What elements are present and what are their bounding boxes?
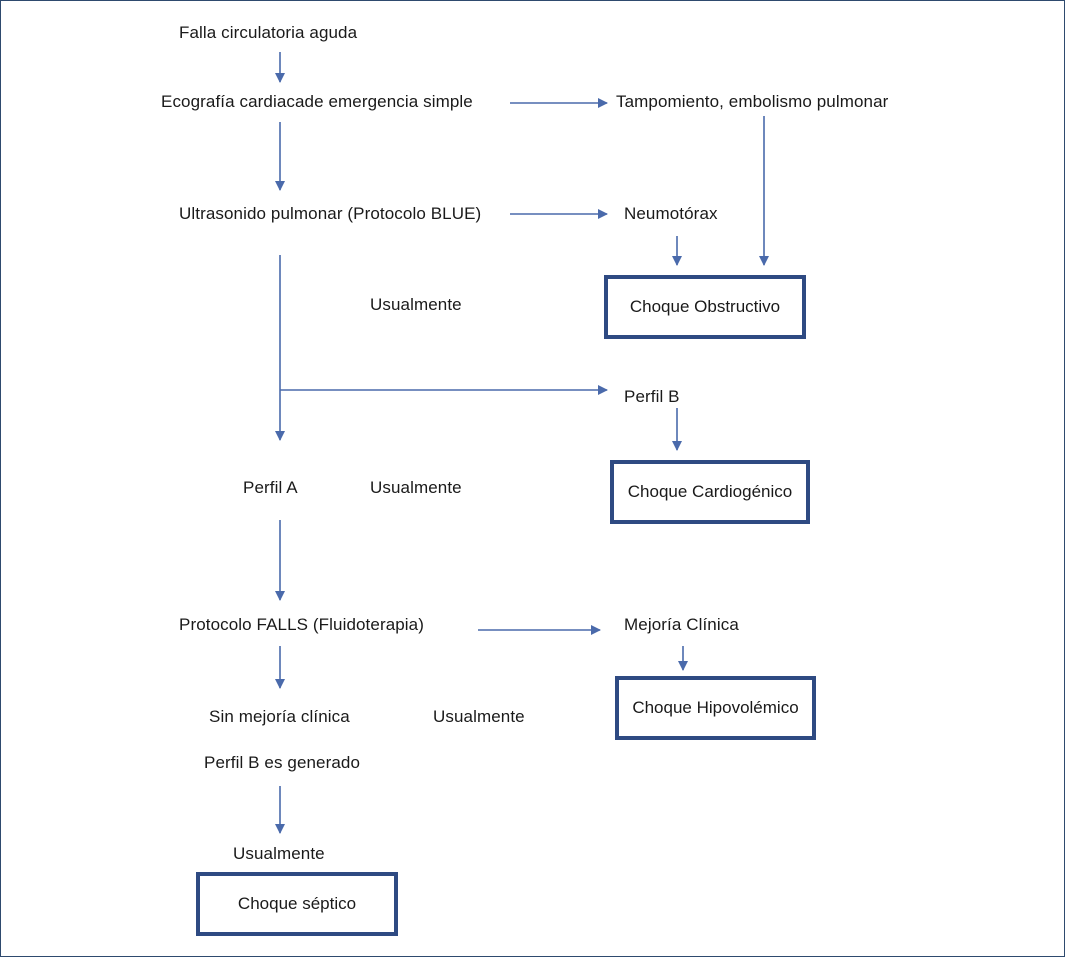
node-ecografia: Ecografía cardiacade emergencia simple [161, 92, 473, 111]
outcome-choque-cardiogenico: Choque Cardiogénico [610, 460, 810, 524]
outcome-choque-septico: Choque séptico [196, 872, 398, 936]
outcome-choque-hipovolemico: Choque Hipovolémico [615, 676, 816, 740]
node-tampomiento: Tampomiento, embolismo pulmonar [616, 92, 889, 111]
node-sin-mejoria: Sin mejoría clínica [209, 707, 350, 726]
node-perfil-a: Perfil A [243, 478, 298, 497]
node-protocolo-falls: Protocolo FALLS (Fluidoterapia) [179, 615, 425, 634]
label-usualmente: Usualmente [433, 707, 525, 726]
label-usualmente: Usualmente [233, 844, 325, 863]
outcome-choque-obstructivo: Choque Obstructivo [604, 275, 806, 339]
node-neumotorax: Neumotórax [624, 204, 718, 223]
node-perfil-b: Perfil B [624, 387, 680, 406]
node-mejoria-clinica: Mejoría Clínica [624, 615, 739, 634]
label-usualmente: Usualmente [370, 478, 462, 497]
label-usualmente: Usualmente [370, 295, 462, 314]
node-perfil-b-generado: Perfil B es generado [204, 753, 361, 772]
node-ultrasonido-pulmonar: Ultrasonido pulmonar (Protocolo BLUE) [179, 204, 482, 223]
node-falla-circulatoria: Falla circulatoria aguda [179, 23, 358, 42]
